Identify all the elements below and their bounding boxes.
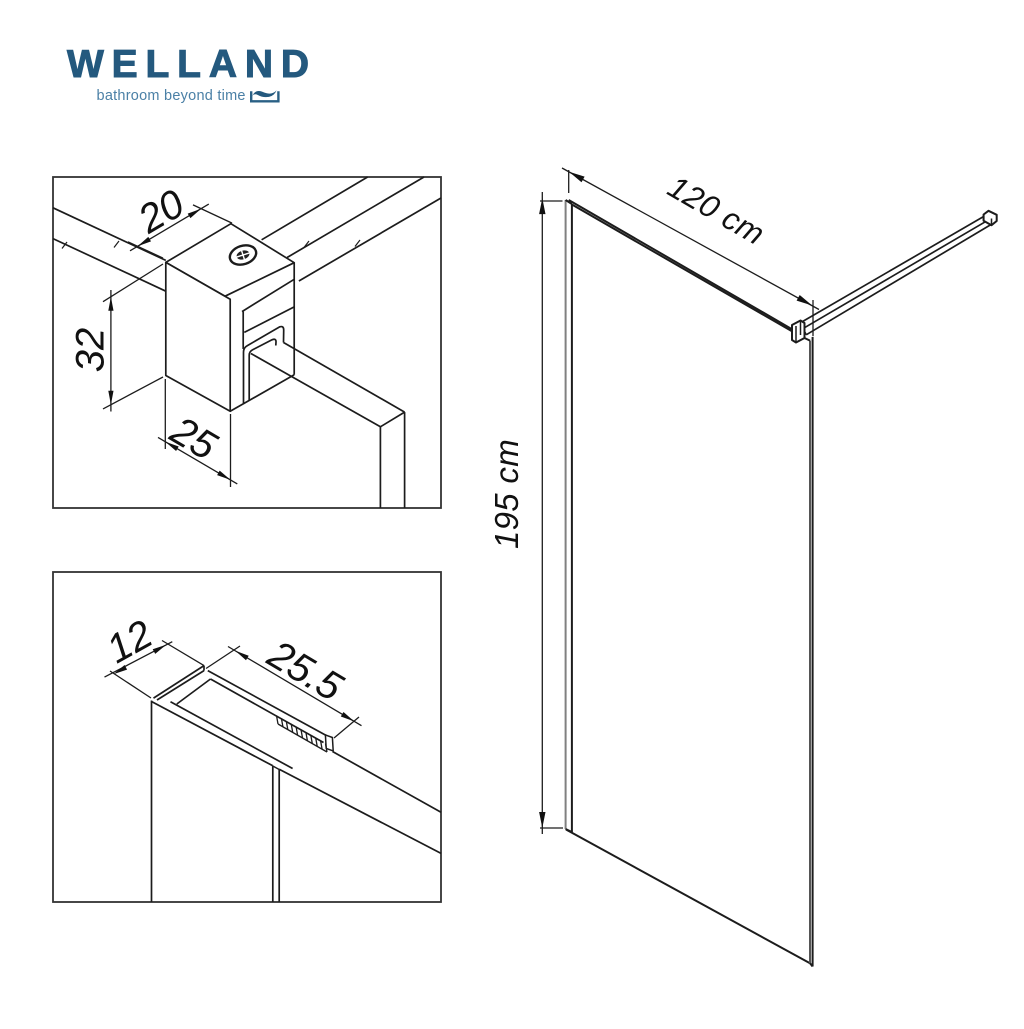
svg-text:WELLAND: WELLAND bbox=[67, 43, 309, 86]
svg-text:32: 32 bbox=[69, 328, 113, 373]
svg-text:195 cm: 195 cm bbox=[488, 439, 525, 549]
svg-text:bathroom beyond time: bathroom beyond time bbox=[97, 88, 246, 104]
